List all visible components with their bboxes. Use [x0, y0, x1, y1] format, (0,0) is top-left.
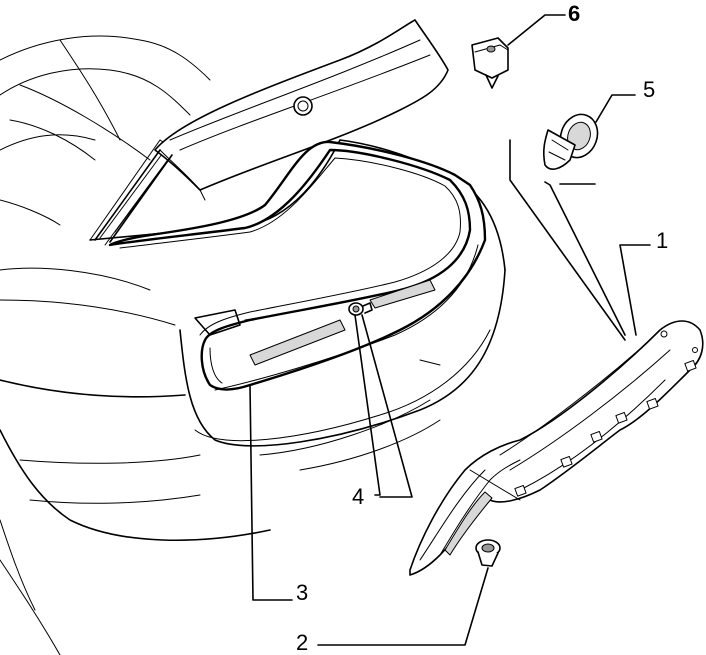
trunk-lid [94, 19, 449, 243]
callout-label-4: 4 [352, 484, 364, 509]
callout-labels: 6 5 1 4 3 2 [296, 1, 668, 655]
callout-label-1: 1 [656, 228, 668, 253]
callout-label-6: 6 [568, 1, 580, 26]
nut-clip-part [471, 37, 509, 89]
trim-panel [409, 320, 704, 576]
callout-label-5: 5 [643, 77, 655, 102]
push-rivet-part [475, 539, 501, 567]
push-clip-part [542, 113, 599, 170]
leader-lines [249, 14, 651, 646]
trunk-seal [108, 140, 487, 391]
callout-label-2: 2 [296, 630, 308, 655]
callout-label-3: 3 [296, 580, 308, 605]
latch-bumper-part [348, 302, 373, 316]
